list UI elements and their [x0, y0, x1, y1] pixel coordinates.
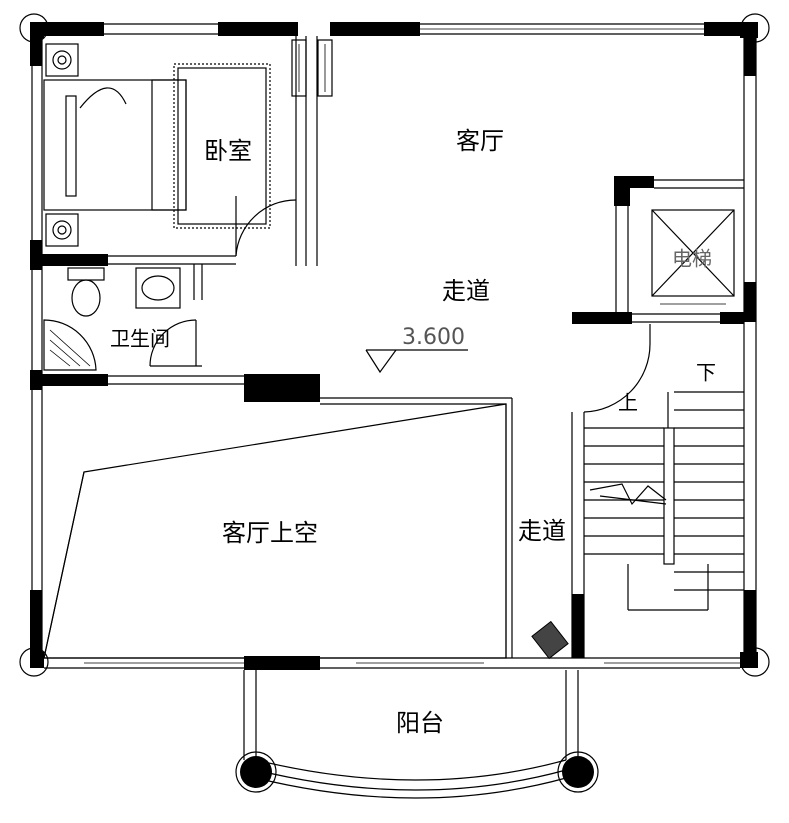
double-height-void: [43, 374, 513, 659]
room-label-balcony: 阳台: [396, 709, 444, 737]
room-label-bedroom: 卧室: [204, 137, 252, 165]
elevation-marker: 3.600: [365, 325, 468, 374]
room-label-living-room: 客厅: [456, 127, 504, 155]
elevator: 电梯: [572, 176, 744, 324]
exterior-walls: [30, 22, 757, 670]
room-label-double-height: 客厅上空: [222, 519, 318, 547]
stair-down-label: 下: [696, 361, 716, 385]
elevation-value: 3.600: [402, 325, 465, 350]
bedroom-area: [42, 36, 333, 266]
room-label-corridor-right: 走道: [518, 517, 566, 545]
balcony: [235, 670, 599, 799]
bathroom-area: [42, 264, 244, 386]
stair-up-label: 上: [618, 391, 638, 415]
room-label-corridor-top: 走道: [442, 277, 490, 305]
staircase: [531, 324, 744, 660]
elevator-label: 电梯: [672, 247, 712, 271]
corner-columns: [19, 13, 770, 677]
room-label-bathroom: 卫生间: [110, 327, 170, 351]
